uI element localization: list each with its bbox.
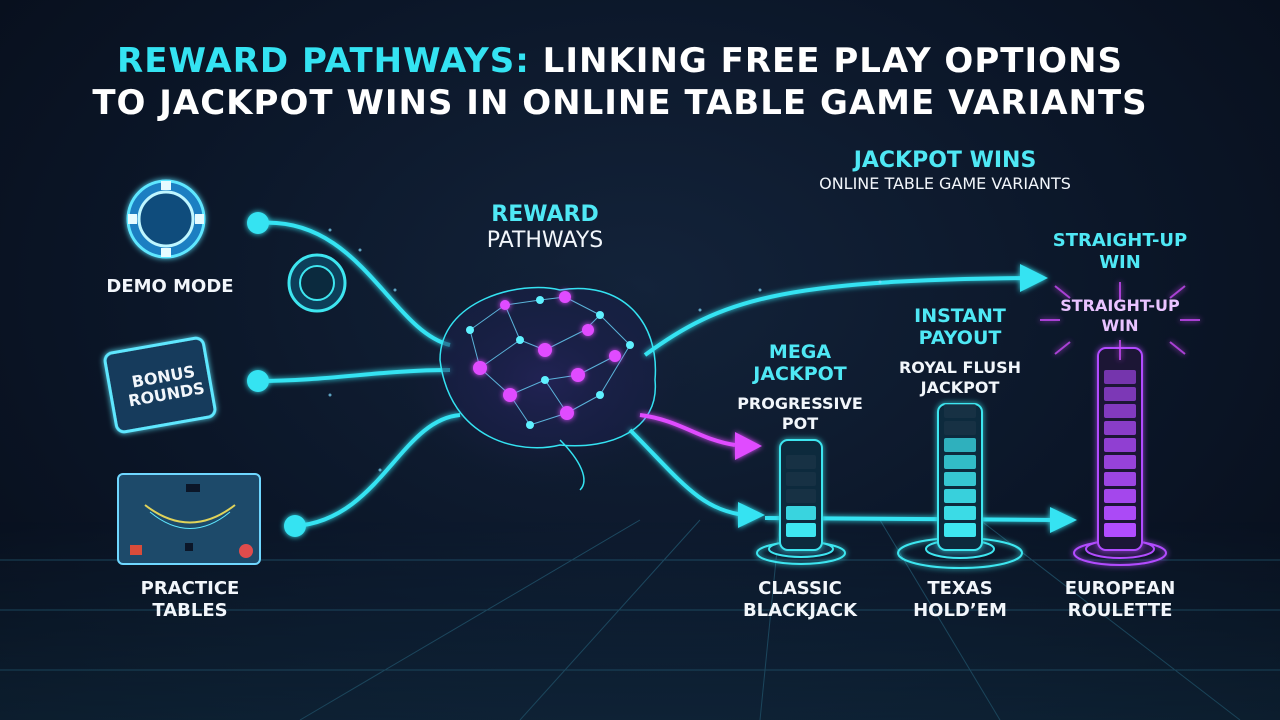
jackpot-label-blackjack: MEGA JACKPOT — [730, 341, 870, 385]
jackpot-header: JACKPOT WINS ONLINE TABLE GAME VARIANTS — [770, 148, 1120, 194]
center-label: REWARD PATHWAYS — [440, 202, 650, 254]
arrow-icon — [735, 432, 762, 460]
prize-label-blackjack: PROGRESSIVE POT — [720, 394, 880, 434]
tower-level-segment — [1104, 370, 1136, 384]
starburst-icon — [1040, 282, 1200, 360]
jackpot-label-roulette: STRAIGHT-UP WIN — [1040, 230, 1200, 274]
poker-chip-icon — [126, 179, 206, 259]
prize-label-line1: PROGRESSIVE — [737, 394, 863, 413]
tower-level-segment — [1104, 472, 1136, 486]
tower-level-segment — [944, 421, 976, 435]
pathway-to-holdem — [628, 428, 746, 517]
title-rest: LINKING FREE PLAY OPTIONS — [542, 41, 1123, 81]
jackpot-label-line1: INSTANT — [914, 305, 1006, 327]
jackpot-label-line2: PAYOUT — [918, 327, 1002, 349]
jackpot-label-line2: WIN — [1099, 252, 1141, 273]
game-label-holdem: TEXAS HOLD’EM — [880, 578, 1040, 622]
tower-level-segment — [786, 489, 816, 503]
node-demo-mode — [247, 212, 269, 234]
arrow-icon — [1020, 264, 1048, 292]
tower-level-segment — [786, 523, 816, 537]
tower-level-segment — [944, 506, 976, 520]
pathway-to-roulette-top — [643, 276, 1031, 357]
source-label-practice-tables: PRACTICE TABLES — [140, 578, 240, 621]
game-label-line1: CLASSIC — [758, 578, 842, 599]
jackpot-tower-holdem — [897, 403, 1023, 569]
pathway-bonus-rounds — [257, 368, 451, 383]
prize-label-line1: STRAIGHT-UP — [1060, 296, 1180, 315]
game-label-line1: EUROPEAN — [1064, 578, 1176, 599]
jackpot-tower-blackjack — [756, 439, 846, 565]
tower-level-segment — [944, 438, 976, 452]
center-label-line1: REWARD — [491, 202, 599, 227]
page-title: REWARD PATHWAYS: LINKING FREE PLAY OPTIO… — [0, 40, 1240, 124]
game-label-line2: BLACKJACK — [742, 600, 858, 621]
prize-label-holdem: ROYAL FLUSH JACKPOT — [880, 358, 1040, 398]
input-pathways — [257, 220, 461, 528]
center-label-line2: PATHWAYS — [486, 228, 604, 253]
tower-level-segment — [1104, 404, 1136, 418]
prize-label-line2: WIN — [1101, 316, 1139, 335]
jackpot-header-title: JACKPOT WINS — [853, 148, 1037, 173]
bonus-card-icon — [103, 336, 217, 434]
arrowheads — [735, 264, 1077, 533]
tower-level-segment — [1104, 387, 1136, 401]
pathway-demo-mode — [257, 220, 451, 347]
node-practice-tables — [284, 515, 306, 537]
output-pathways — [628, 276, 1056, 522]
prize-label-line1: ROYAL FLUSH — [898, 358, 1021, 377]
node-bonus-rounds — [247, 370, 269, 392]
tower-level-segment — [944, 404, 976, 418]
poker-chip-icon — [287, 253, 347, 313]
jackpot-label-line1: MEGA — [768, 341, 832, 363]
tower-level-segment — [1104, 438, 1136, 452]
pathway-practice-tables — [294, 413, 461, 528]
input-nodes — [247, 212, 306, 537]
jackpot-header-subtitle: ONLINE TABLE GAME VARIANTS — [819, 174, 1071, 193]
game-label-roulette: EUROPEAN ROULETTE — [1040, 578, 1200, 622]
prize-label-roulette: STRAIGHT-UP WIN — [1040, 296, 1200, 336]
tower-level-segment — [944, 523, 976, 537]
jackpot-label-holdem: INSTANT PAYOUT — [890, 305, 1030, 349]
jackpot-label-line1: STRAIGHT-UP — [1052, 230, 1188, 251]
arrow-icon — [738, 502, 765, 528]
prize-label-line2: POT — [781, 414, 819, 433]
tower-level-segment — [944, 472, 976, 486]
tower-level-segment — [786, 472, 816, 486]
game-label-line2: ROULETTE — [1067, 600, 1173, 621]
blackjack-table-icon — [117, 473, 261, 565]
tower-level-segment — [786, 506, 816, 520]
tower-level-segment — [1104, 455, 1136, 469]
jackpot-label-line2: JACKPOT — [753, 363, 847, 385]
game-label-line1: TEXAS — [927, 578, 993, 599]
tower-level-segment — [786, 455, 816, 469]
title-accent: REWARD PATHWAYS: — [117, 41, 530, 81]
pathway-to-blackjack — [639, 413, 736, 447]
brain-network-icon — [439, 286, 657, 491]
tower-level-segment — [1104, 506, 1136, 520]
arrow-icon — [1050, 507, 1077, 533]
tower-level-segment — [1104, 421, 1136, 435]
game-label-blackjack: CLASSIC BLACKJACK — [720, 578, 880, 622]
jackpot-tower-roulette — [1073, 347, 1167, 566]
tower-level-segment — [944, 489, 976, 503]
source-label-demo-mode: DEMO MODE — [106, 276, 234, 297]
game-label-line2: HOLD’EM — [913, 600, 1007, 621]
tower-level-segment — [1104, 489, 1136, 503]
title-line2: TO JACKPOT WINS IN ONLINE TABLE GAME VAR… — [92, 83, 1148, 123]
prize-label-line2: JACKPOT — [920, 378, 1000, 397]
tower-level-segment — [944, 455, 976, 469]
tower-level-segment — [1104, 523, 1136, 537]
